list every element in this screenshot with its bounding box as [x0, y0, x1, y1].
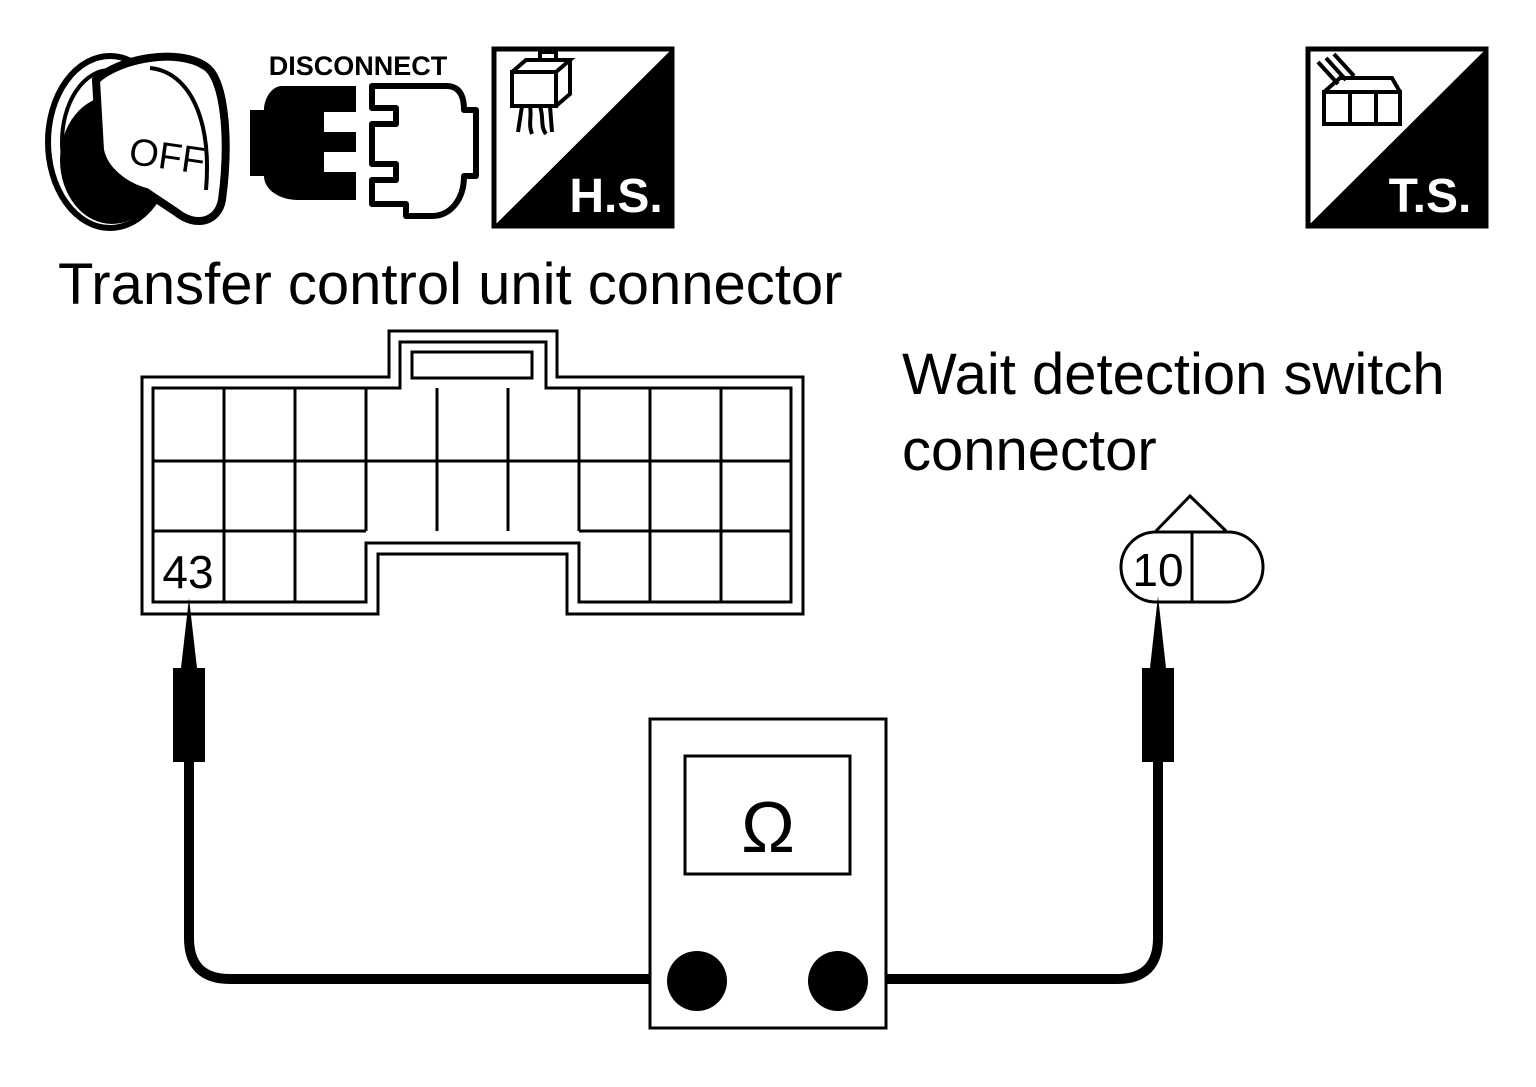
terminal-10-label: 10	[1132, 544, 1183, 596]
ignition-off-icon: OFF	[45, 52, 230, 231]
transfer-unit-connector	[140, 329, 805, 616]
terminal-side-icon: T.S.	[1305, 46, 1489, 229]
meter-terminal-right	[808, 951, 868, 1011]
ignition-off-text: OFF	[127, 131, 208, 183]
disconnect-icon: DISCONNECT	[250, 51, 479, 219]
wait-switch-connector-label-line1: Wait detection switch	[902, 342, 1445, 407]
terminal-side-text: T.S.	[1389, 170, 1472, 223]
left-test-probe	[173, 598, 690, 984]
wait-switch-connector-label-line2: connector	[902, 418, 1157, 483]
harness-side-text: H.S.	[569, 170, 662, 223]
meter-terminal-left	[667, 951, 727, 1011]
right-test-probe	[840, 596, 1174, 984]
harness-side-icon: H.S.	[491, 46, 675, 229]
transfer-unit-connector-label: Transfer control unit connector	[58, 252, 842, 317]
wait-switch-connector	[1119, 493, 1265, 604]
disconnect-text: DISCONNECT	[269, 51, 448, 81]
ohmmeter	[648, 717, 888, 1030]
terminal-43-label: 43	[162, 546, 213, 598]
ohm-symbol: Ω	[741, 788, 795, 868]
